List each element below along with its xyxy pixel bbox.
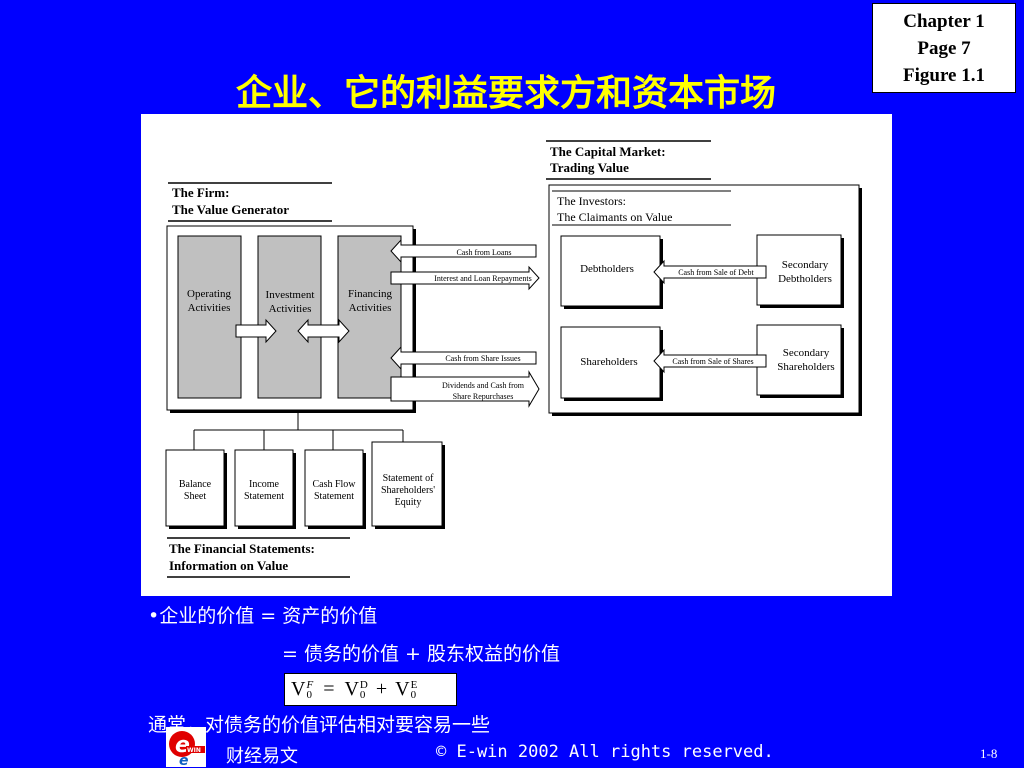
income-statement-label-1: Income xyxy=(249,479,280,490)
cash-flow-statement-box: Cash Flow Statement xyxy=(304,449,366,529)
dividends-label-1: Dividends and Cash from xyxy=(442,381,525,390)
secondary-debtholders-label-2: Debtholders xyxy=(778,273,832,285)
interest-repayments-arrow: Interest and Loan Repayments xyxy=(390,265,540,291)
cash-from-loans-arrow: Cash from Loans xyxy=(390,238,537,264)
equity-statement-box: Statement of Shareholders' Equity xyxy=(371,441,445,529)
bullet-firm-value: •企业的价值 = 资产的价值 xyxy=(148,605,378,627)
cash-from-share-issues-label: Cash from Share Issues xyxy=(445,354,520,363)
formula-v-firm: V xyxy=(291,678,306,700)
equity-statement-label-3: Equity xyxy=(395,497,422,508)
bullet-debt-equity-value: = 债务的价值 + 股东权益的价值 xyxy=(282,643,560,665)
debtholders-label: Debtholders xyxy=(580,263,634,275)
income-statement-box: Income Statement xyxy=(234,449,296,529)
cash-from-sale-of-shares-label: Cash from Sale of Shares xyxy=(672,357,753,366)
secondary-debtholders-box: Secondary Debtholders xyxy=(756,234,844,308)
shareholders-box: Shareholders xyxy=(560,326,663,401)
financing-label-1: Financing xyxy=(348,288,392,300)
footer-brand: 财经易文 xyxy=(226,746,298,767)
cash-flow-label-1: Cash Flow xyxy=(312,479,356,490)
secondary-shareholders-label-1: Secondary xyxy=(783,347,830,359)
cash-from-share-issues-arrow: Cash from Share Issues xyxy=(390,345,537,371)
formula-equals: = xyxy=(323,678,335,700)
cash-flow-label-2: Statement xyxy=(314,491,354,502)
secondary-debtholders-label-1: Secondary xyxy=(782,259,829,271)
investment-financing-double-arrow-icon xyxy=(297,318,350,344)
figure-reference-box: Chapter 1 Page 7 Figure 1.1 xyxy=(872,3,1016,93)
figure-label: Figure 1.1 xyxy=(903,65,985,86)
page-label: Page 7 xyxy=(917,38,971,59)
bullet-debt-valuation-note: 通常，对债务的价值评估相对要容易一些 xyxy=(148,714,491,736)
formula-plus: + xyxy=(375,678,388,700)
page-number: 1-8 xyxy=(980,746,998,761)
investment-label-1: Investment xyxy=(266,289,315,301)
capital-market-header: The Capital Market: Trading Value xyxy=(546,140,711,180)
cash-from-loans-label: Cash from Loans xyxy=(456,248,511,257)
balance-sheet-label-2: Sheet xyxy=(184,491,206,502)
interest-repayments-label: Interest and Loan Repayments xyxy=(434,274,532,283)
capital-market-subtitle: Trading Value xyxy=(550,160,629,175)
dividends-label-2: Share Repurchases xyxy=(453,392,514,401)
formula-sub-firm: 0 xyxy=(306,688,312,701)
financial-statements-header: The Financial Statements: Information on… xyxy=(167,537,350,578)
formula-sub-equity: 0 xyxy=(410,688,417,701)
formula-sup-f: F xyxy=(306,678,314,691)
cash-from-sale-of-debt-label: Cash from Sale of Debt xyxy=(678,268,754,277)
formula-v-debt: V xyxy=(344,678,359,700)
slide-title: 企业、它的利益要求方和资本市场 xyxy=(236,73,777,114)
logo-text: WIN xyxy=(187,747,201,754)
operating-activities-box: Operating Activities xyxy=(177,235,242,399)
investors-title: The Investors: xyxy=(557,194,626,208)
formula-sup-e: E xyxy=(410,678,418,691)
financial-statements-title: The Financial Statements: xyxy=(169,541,315,556)
secondary-shareholders-label-2: Shareholders xyxy=(777,361,834,373)
chapter-label: Chapter 1 xyxy=(903,11,985,32)
debtholders-box: Debtholders xyxy=(560,235,663,309)
secondary-shareholders-box: Secondary Shareholders xyxy=(756,324,844,398)
operating-label-1: Operating xyxy=(187,288,231,300)
formula-sup-d: D xyxy=(359,678,368,691)
cash-from-sale-of-shares-arrow: Cash from Sale of Shares xyxy=(653,348,767,374)
investors-subtitle: The Claimants on Value xyxy=(557,210,672,224)
operating-to-investment-arrow-icon xyxy=(235,318,277,344)
firm-capital-market-diagram: The Capital Market: Trading Value The In… xyxy=(165,140,862,578)
capital-market-title: The Capital Market: xyxy=(550,144,666,159)
footer-copyright: © E-win 2002 All rights reserved. xyxy=(436,742,774,762)
formula-v-equity: V xyxy=(395,678,410,700)
firm-title: The Firm: xyxy=(172,185,229,200)
investment-label-2: Activities xyxy=(269,303,312,315)
balance-sheet-box: Balance Sheet xyxy=(165,449,227,529)
operating-label-2: Activities xyxy=(188,302,231,314)
financing-label-2: Activities xyxy=(349,302,392,314)
ewin-logo-icon: e WIN e xyxy=(169,731,205,768)
equity-statement-label-1: Statement of xyxy=(383,473,434,484)
ewin-logo: e WIN e xyxy=(166,727,206,768)
shareholders-label: Shareholders xyxy=(580,356,637,368)
equity-statement-label-2: Shareholders' xyxy=(381,485,435,496)
investment-activities-box: Investment Activities xyxy=(257,235,322,399)
dividends-arrow: Dividends and Cash from Share Repurchase… xyxy=(390,370,540,408)
firm-subtitle: The Value Generator xyxy=(172,202,289,217)
svg-text:e: e xyxy=(179,753,189,767)
financing-activities-box: Financing Activities xyxy=(337,235,402,399)
firm-header: The Firm: The Value Generator xyxy=(168,182,332,222)
diagram-panel: The Capital Market: Trading Value The In… xyxy=(141,114,892,596)
formula-sub-debt: 0 xyxy=(359,688,366,701)
income-statement-label-2: Statement xyxy=(244,491,284,502)
balance-sheet-label-1: Balance xyxy=(179,479,212,490)
cash-from-sale-of-debt-arrow: Cash from Sale of Debt xyxy=(653,259,767,285)
financial-statements-subtitle: Information on Value xyxy=(169,558,288,573)
